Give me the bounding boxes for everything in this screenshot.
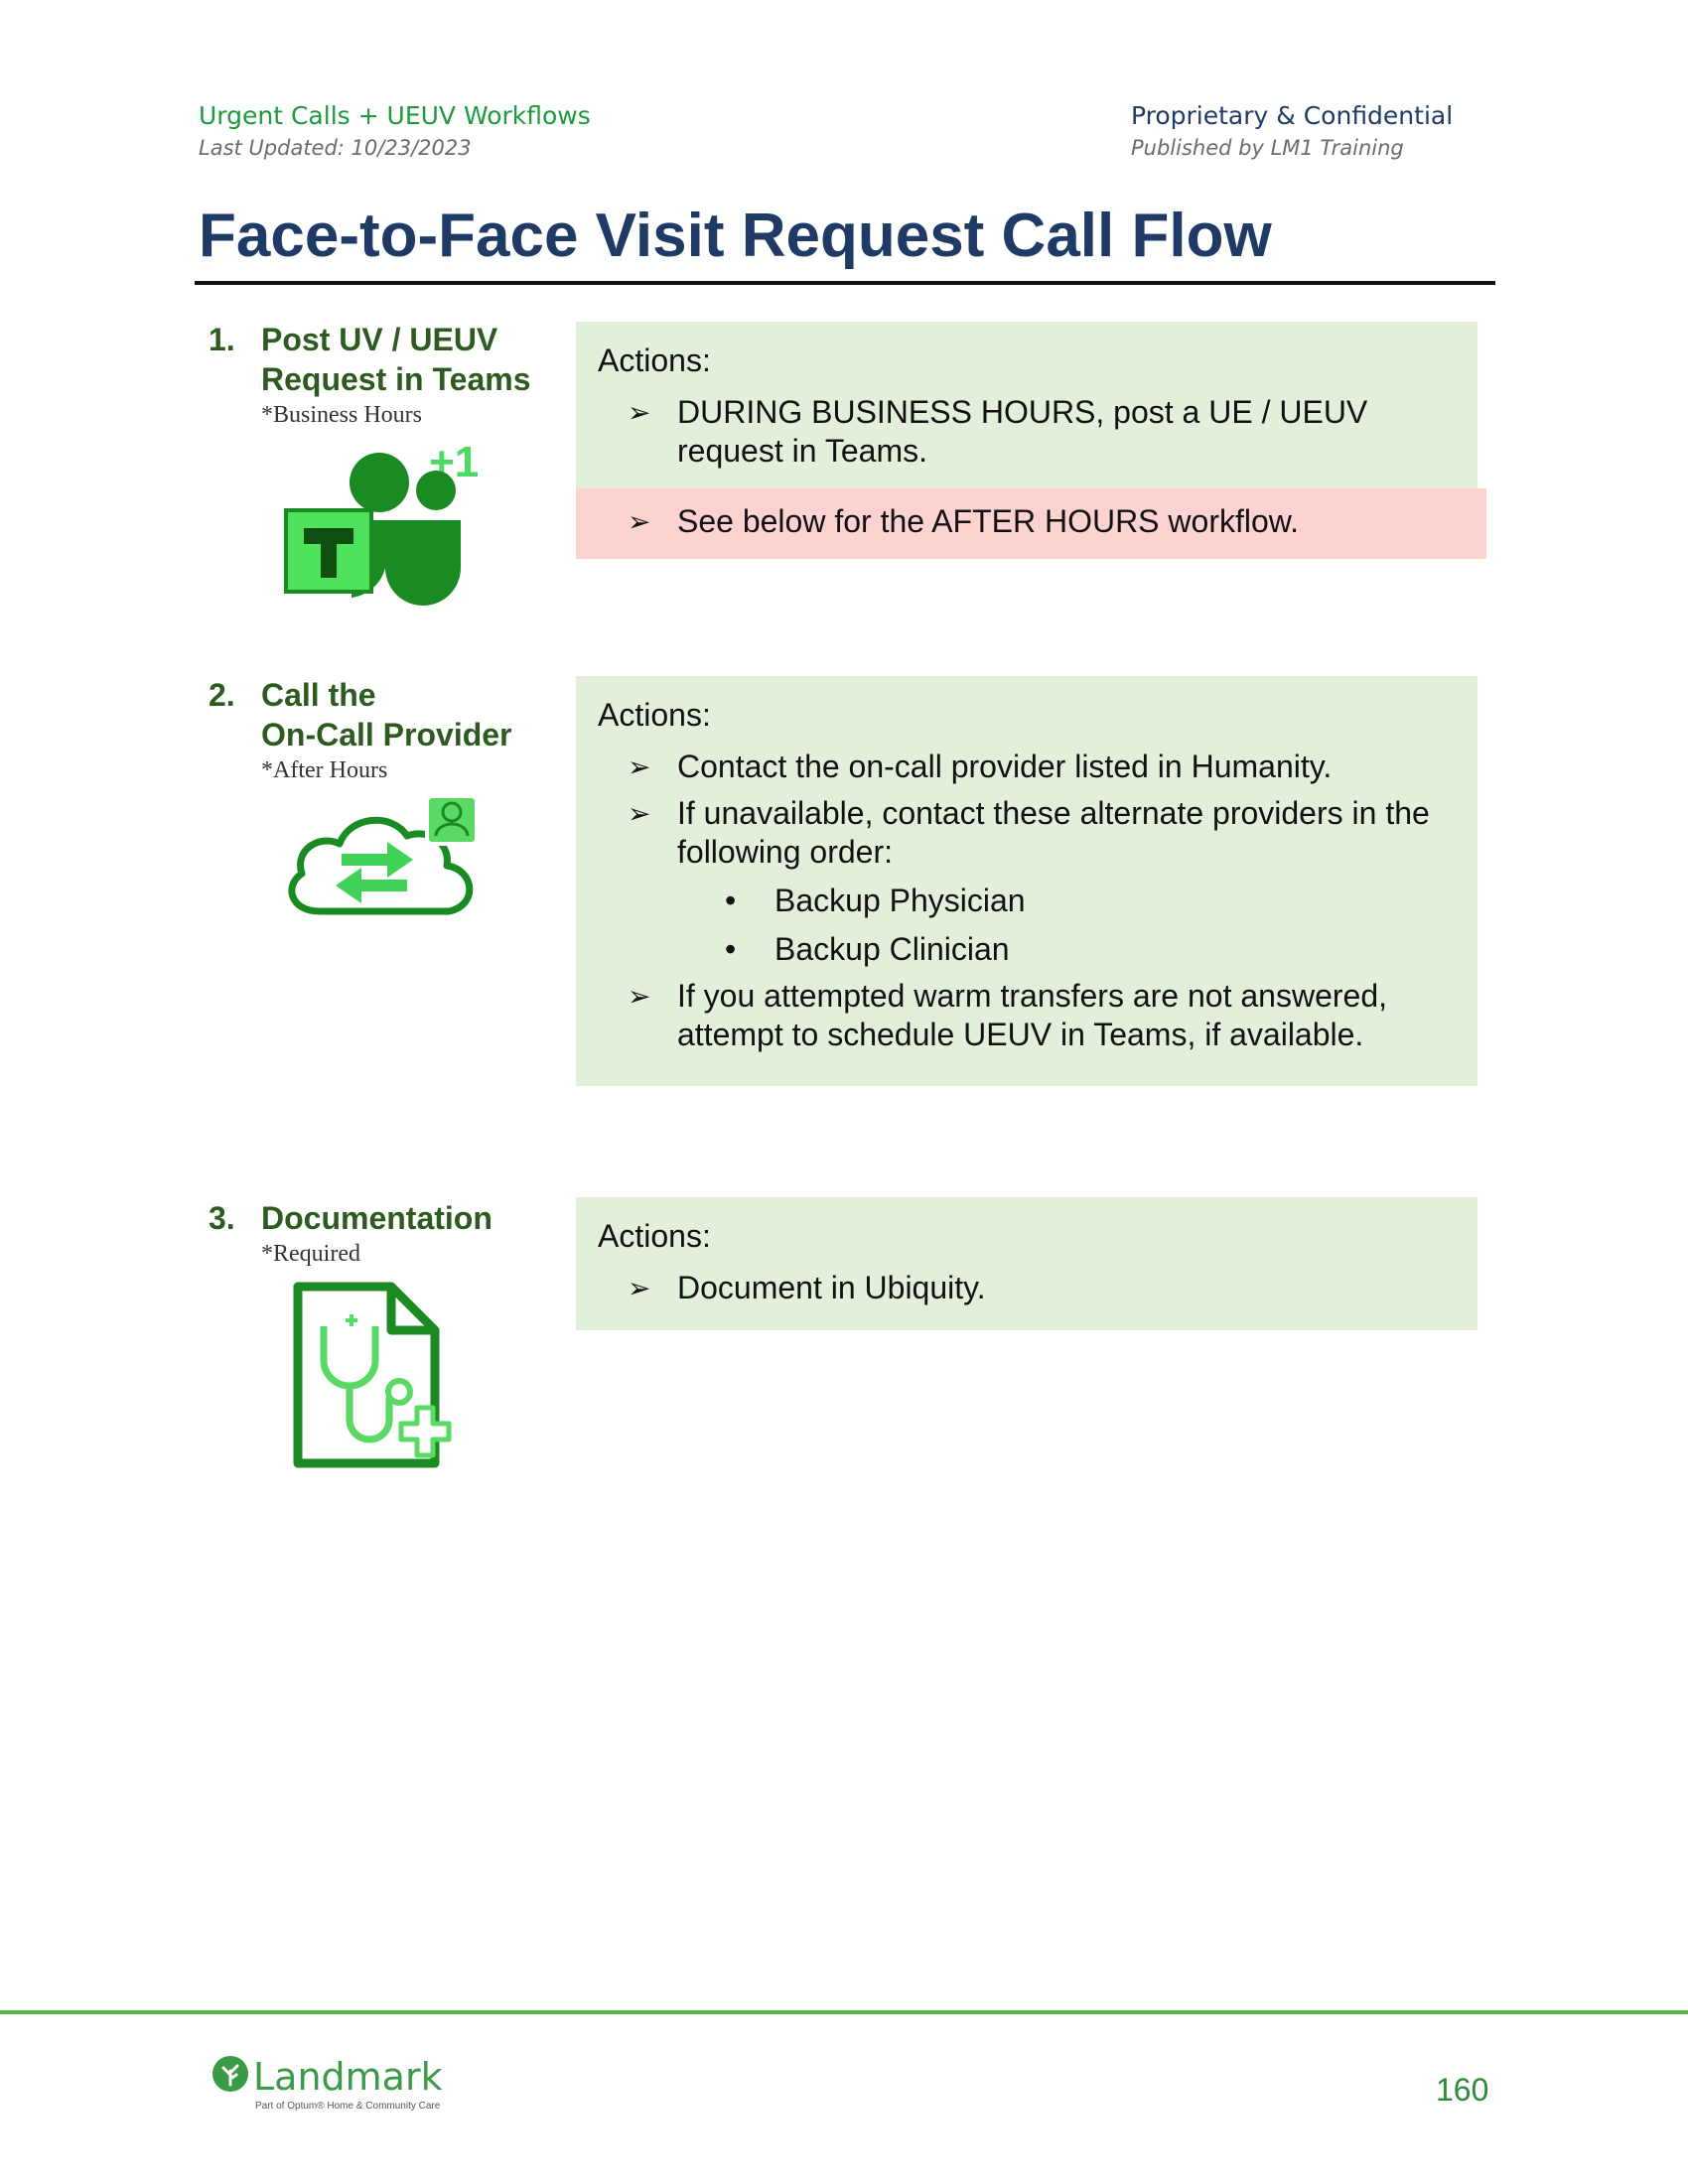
- action-item: ➢ Document in Ubiquity.: [598, 1269, 1454, 1307]
- action-item: ➢ If unavailable, contact these alternat…: [598, 794, 1454, 872]
- publisher-label: Published by LM1 Training: [1131, 136, 1404, 160]
- step-note: *Required: [261, 1241, 360, 1267]
- last-updated: Last Updated: 10/23/2023: [199, 136, 472, 160]
- medical-document-icon: [288, 1281, 472, 1484]
- action-item: ➢ DURING BUSINESS HOURS, post a UE / UEU…: [598, 393, 1454, 471]
- step-number: 1.: [209, 322, 235, 357]
- dot-bullet-icon: •: [725, 931, 737, 967]
- page-number: 160: [1436, 2072, 1489, 2108]
- document-header-right: Proprietary & Confidential Published by …: [1131, 99, 1453, 163]
- arrow-bullet-icon: ➢: [628, 798, 651, 829]
- sub-bullet-item: • Backup Physician: [725, 880, 1454, 921]
- actions-label: Actions:: [598, 342, 711, 378]
- landmark-logo: Landmark Part of Optum® Home & Community…: [211, 2055, 443, 2112]
- dot-bullet-icon: •: [725, 883, 737, 918]
- arrow-bullet-icon: ➢: [628, 397, 651, 428]
- step-2-actions-box: Actions: ➢ Contact the on-call provider …: [576, 676, 1477, 1086]
- cloud-transfer-icon: [280, 794, 484, 928]
- footer-divider: [0, 2010, 1688, 2014]
- step-number: 2.: [209, 677, 235, 713]
- step-1-actions-box: Actions: ➢ DURING BUSINESS HOURS, post a…: [576, 322, 1477, 488]
- step-title-line: Post UV / UEUV: [261, 322, 498, 357]
- step-title-line: Call the: [261, 677, 376, 713]
- step-1-heading: 1. Post UV / UEUV Request in Teams *Busi…: [209, 320, 566, 431]
- title-divider: [195, 281, 1495, 285]
- arrow-bullet-icon: ➢: [628, 1273, 651, 1303]
- page-title: Face-to-Face Visit Request Call Flow: [199, 202, 1272, 270]
- arrow-bullet-icon: ➢: [628, 751, 651, 782]
- step-title-line: Request in Teams: [261, 361, 531, 397]
- document-header-left: Urgent Calls + UEUV Workflows Last Updat…: [199, 99, 591, 163]
- arrow-bullet-icon: ➢: [628, 506, 651, 537]
- document-title: Urgent Calls + UEUV Workflows: [199, 101, 591, 130]
- classification-label: Proprietary & Confidential: [1131, 101, 1454, 130]
- teams-icon: +1: [282, 429, 481, 613]
- brand-name: Landmark: [253, 2055, 443, 2099]
- step-note: *Business Hours: [261, 402, 423, 428]
- action-item: ➢ If you attempted warm transfers are no…: [598, 977, 1454, 1054]
- step-2-heading: 2. Call the On-Call Provider *After Hour…: [209, 675, 566, 786]
- step-3-heading: 3. Documentation *Required: [209, 1198, 566, 1270]
- alert-item: ➢ See below for the AFTER HOURS workflow…: [598, 502, 1463, 541]
- step-note: *After Hours: [261, 757, 388, 783]
- step-3-actions-box: Actions: ➢ Document in Ubiquity.: [576, 1197, 1477, 1330]
- sub-bullet-item: • Backup Clinician: [725, 928, 1454, 970]
- actions-label: Actions:: [598, 697, 711, 733]
- step-title-line: On-Call Provider: [261, 717, 512, 752]
- brand-tagline: Part of Optum® Home & Community Care: [255, 2101, 441, 2112]
- actions-label: Actions:: [598, 1218, 711, 1254]
- action-item: ➢ Contact the on-call provider listed in…: [598, 748, 1454, 786]
- after-hours-alert: ➢ See below for the AFTER HOURS workflow…: [576, 488, 1486, 559]
- tree-logo-icon: [212, 2056, 248, 2092]
- step-number: 3.: [209, 1200, 235, 1236]
- step-title-line: Documentation: [261, 1200, 492, 1236]
- arrow-bullet-icon: ➢: [628, 981, 651, 1012]
